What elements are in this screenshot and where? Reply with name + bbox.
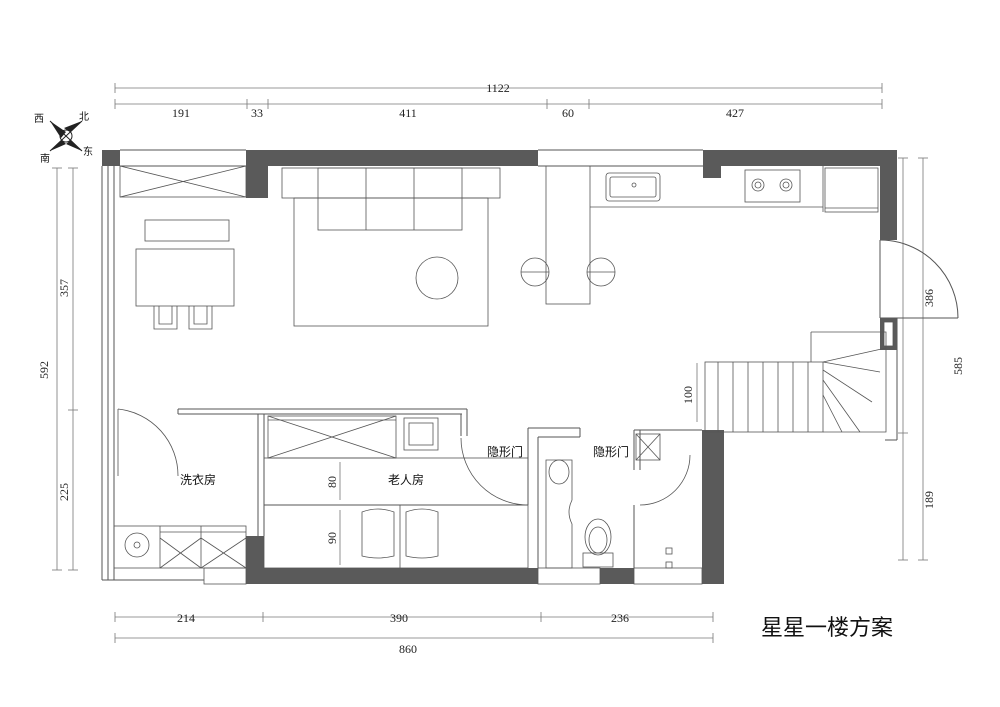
room-label-hidden-door-2: 隐形门	[593, 444, 629, 459]
compass-north: 北	[79, 111, 89, 123]
dim-bottom-seg-2: 390	[390, 611, 408, 625]
dim-right-total: 585	[951, 357, 965, 375]
compass-south: 南	[40, 152, 50, 165]
dim-top-seg-5: 427	[726, 106, 744, 120]
dim-top-seg-2: 33	[251, 106, 263, 120]
compass-east: 东	[83, 145, 93, 158]
dim-left-seg-2: 225	[57, 483, 71, 501]
dim-bottom-total: 860	[399, 642, 417, 656]
thin-walls	[101, 149, 959, 581]
thick-walls	[102, 150, 897, 584]
dim-bed-lower: 90	[325, 532, 339, 544]
compass	[49, 120, 83, 152]
dim-bottom-seg-3: 236	[611, 611, 629, 625]
dim-top-seg-4: 60	[562, 106, 574, 120]
room-label-laundry: 洗衣房	[180, 472, 216, 487]
dim-stair-gap: 100	[681, 386, 695, 404]
furniture	[113, 165, 887, 569]
room-label-hidden-door-1: 隐形门	[487, 444, 523, 459]
dim-left-seg-1: 357	[57, 279, 71, 297]
dim-left-total: 592	[37, 361, 51, 379]
dim-top-total: 1122	[486, 81, 510, 95]
dim-right-seg-1: 386	[922, 289, 936, 307]
dim-bottom-seg-1: 214	[177, 611, 195, 625]
dim-bed-upper: 80	[325, 476, 339, 488]
room-label-elderly-room: 老人房	[388, 472, 424, 487]
compass-west: 西	[34, 114, 44, 125]
dimension-lines	[52, 83, 928, 643]
dim-top-seg-3: 411	[399, 106, 417, 120]
plan-title: 星星一楼方案	[761, 616, 893, 641]
dim-top-seg-1: 191	[172, 106, 190, 120]
dim-right-seg-2: 189	[922, 491, 936, 509]
